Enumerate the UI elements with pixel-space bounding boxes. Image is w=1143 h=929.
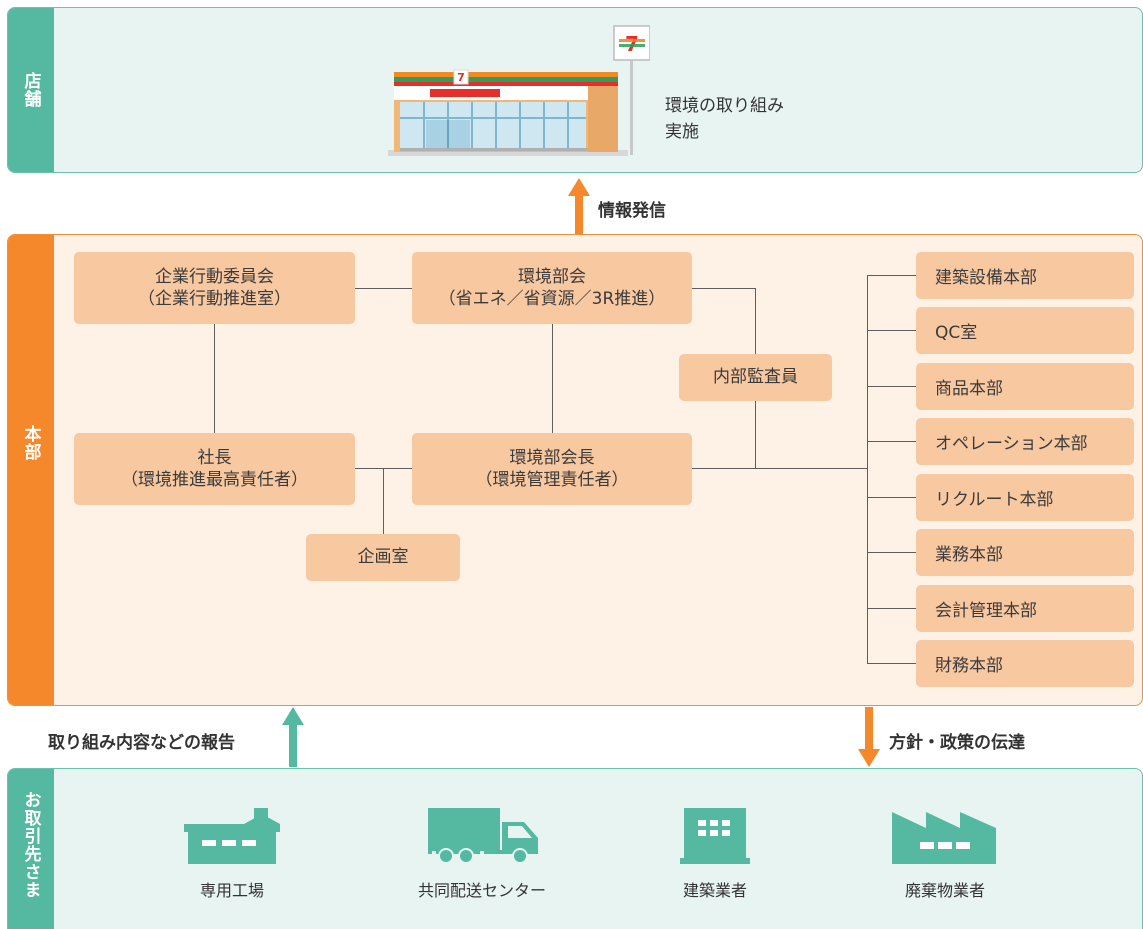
connector-line — [867, 330, 916, 331]
committee-box: 企業行動委員会 （企業行動推進室） — [74, 252, 355, 324]
president-box: 社長 （環境推進最高責任者） — [74, 433, 355, 505]
planning-office-label: 企画室 — [357, 547, 409, 568]
report-label: 取り組み内容などの報告 — [48, 733, 235, 753]
store-section-label: 店舗 — [8, 8, 54, 172]
factory-label: 専用工場 — [199, 881, 264, 900]
department-box: QC室 — [916, 307, 1134, 354]
store-illustration: 7 7 — [388, 25, 650, 156]
connector-line — [692, 288, 756, 289]
connector-line — [214, 324, 215, 434]
department-box: 商品本部 — [916, 363, 1134, 410]
internal-auditor-box: 内部監査員 — [679, 354, 832, 401]
connector-line — [383, 468, 384, 534]
connector-line — [867, 275, 916, 276]
env-head-subtitle: （環境管理責任者） — [475, 470, 629, 490]
waste-plant-icon — [892, 812, 996, 864]
department-box: 業務本部 — [916, 529, 1134, 576]
store-description-line1: 環境の取り組み — [665, 96, 784, 116]
env-head-box: 環境部会長 （環境管理責任者） — [412, 433, 692, 505]
department-box: 財務本部 — [916, 640, 1134, 687]
planning-office-box: 企画室 — [306, 534, 460, 581]
info-dispatch-label: 情報発信 — [598, 201, 666, 221]
president-subtitle: （環境推進最高責任者） — [121, 470, 308, 490]
policy-label: 方針・政策の伝達 — [889, 733, 1025, 753]
partners-section-label: お取引先さま — [8, 769, 54, 929]
connector-line — [867, 441, 916, 442]
connector-line — [355, 288, 412, 289]
department-box: リクルート本部 — [916, 474, 1134, 521]
connector-line — [867, 663, 916, 664]
president-title: 社長 — [197, 447, 232, 468]
distribution-label: 共同配送センター — [417, 881, 546, 900]
construction-label: 建築業者 — [682, 881, 747, 900]
committee-subtitle: （企業行動推進室） — [138, 289, 291, 309]
env-council-title: 環境部会 — [518, 266, 586, 287]
info-dispatch-arrow — [568, 178, 590, 236]
connector-line — [867, 497, 916, 498]
internal-auditor-label: 内部監査員 — [713, 367, 798, 388]
factory-icon — [184, 808, 280, 864]
department-box: 会計管理本部 — [916, 585, 1134, 632]
department-box: オペレーション本部 — [916, 418, 1134, 465]
env-head-title: 環境部会長 — [509, 447, 595, 468]
svg-text:7: 7 — [457, 71, 465, 84]
connector-line — [867, 275, 868, 664]
store-description-line2: 実施 — [665, 122, 699, 142]
connector-line — [867, 386, 916, 387]
truck-icon — [428, 808, 538, 864]
connector-line — [692, 468, 868, 469]
policy-arrow — [858, 707, 880, 767]
connector-line — [867, 552, 916, 553]
store-description: 環境の取り組み 実施 — [665, 93, 784, 145]
committee-title: 企業行動委員会 — [155, 266, 274, 287]
report-arrow — [282, 707, 304, 767]
waste-label: 廃棄物業者 — [904, 881, 985, 900]
connector-line — [552, 324, 553, 434]
env-council-subtitle: （省エネ／省資源／3R推進） — [438, 289, 666, 309]
connector-line — [867, 608, 916, 609]
headquarters-section-label: 本部 — [8, 235, 54, 705]
department-box: 建築設備本部 — [916, 252, 1134, 299]
building-icon — [680, 808, 750, 864]
env-council-box: 環境部会 （省エネ／省資源／3R推進） — [412, 252, 692, 324]
